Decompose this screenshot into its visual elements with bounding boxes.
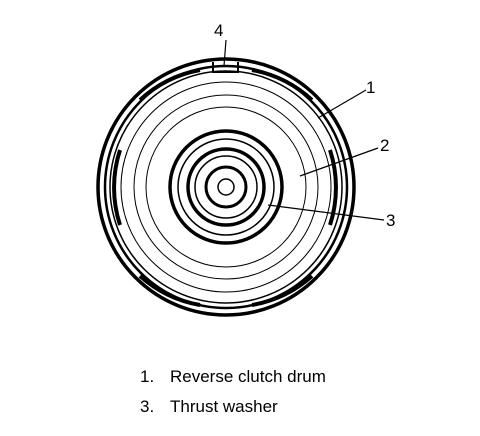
callout-numbers: 4 1 2 3 bbox=[214, 21, 395, 230]
legend-item-label: Thrust washer bbox=[170, 397, 278, 416]
legend-item: 1. Reverse clutch drum bbox=[140, 362, 326, 392]
callout-2: 2 bbox=[380, 136, 389, 155]
callout-3: 3 bbox=[386, 211, 395, 230]
thrust-washer-hub bbox=[168, 129, 284, 245]
leader-lines bbox=[223, 39, 385, 221]
legend-item: 3. Thrust washer bbox=[140, 392, 326, 422]
callout-1: 1 bbox=[366, 78, 375, 97]
legend-item-number: 1. bbox=[140, 367, 155, 386]
callout-4: 4 bbox=[214, 21, 223, 40]
legend-item-label: Reverse clutch drum bbox=[170, 367, 326, 386]
legend-item-number: 3. bbox=[140, 397, 155, 416]
reverse-clutch-drum-outline bbox=[96, 57, 356, 317]
parts-legend: 1. Reverse clutch drum 3. Thrust washer bbox=[140, 362, 326, 422]
